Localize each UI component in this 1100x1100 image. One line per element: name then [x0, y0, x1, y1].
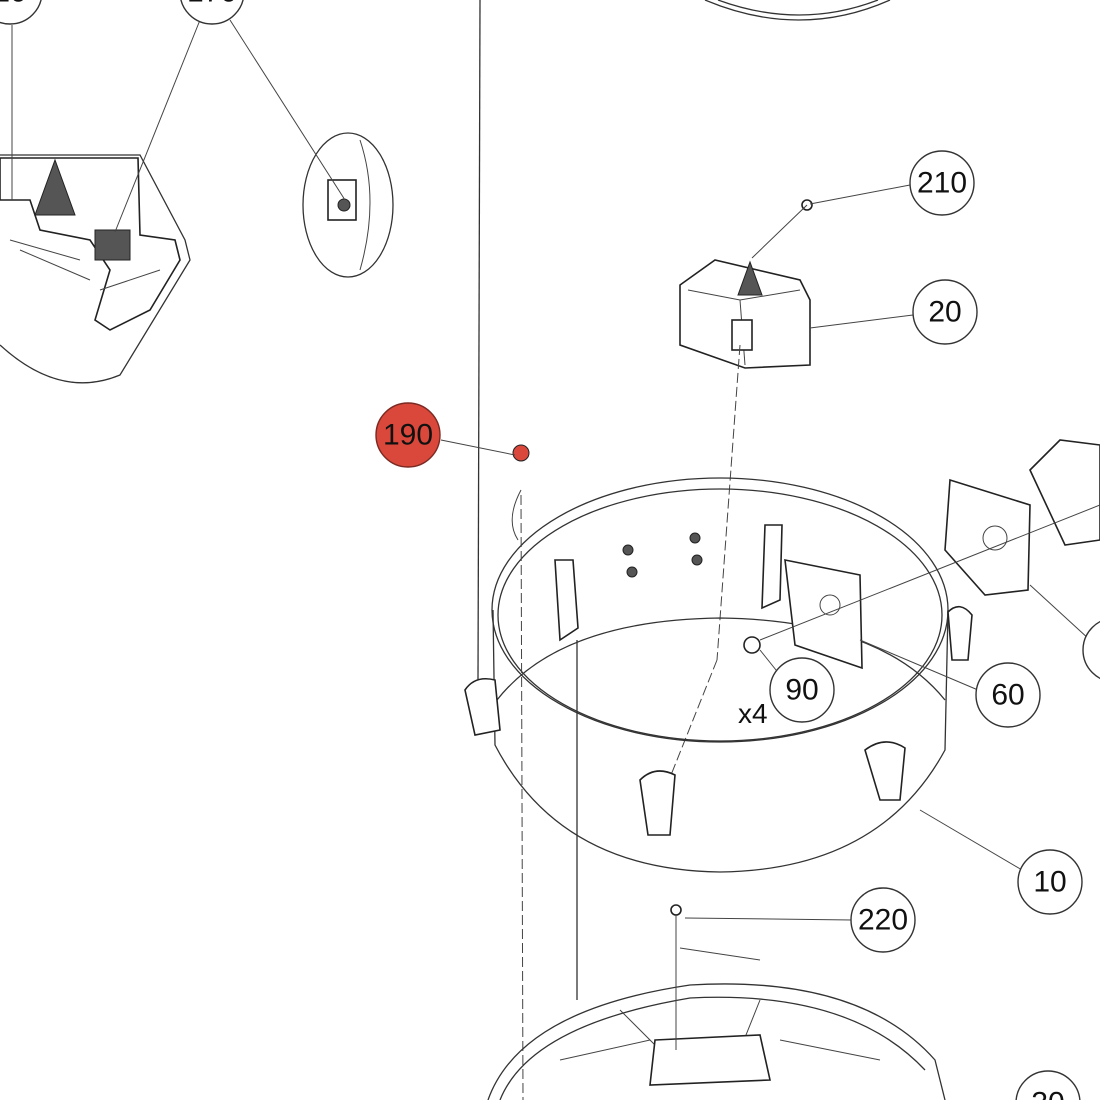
svg-text:60: 60: [991, 679, 1024, 712]
svg-text:30: 30: [1031, 1087, 1064, 1100]
callout-20: 20: [912, 279, 978, 345]
callout-30: 30: [1015, 1070, 1081, 1100]
quantity-label: x4: [738, 698, 768, 729]
assembly-guide-line: [477, 0, 481, 681]
callout-220: 220: [850, 887, 916, 953]
side-plate-part: [944, 439, 1100, 596]
callout-5: 5: [1082, 620, 1100, 680]
clip-detail-view: [302, 132, 394, 278]
grommet-part: [511, 444, 530, 1100]
base-part: [487, 904, 946, 1100]
hub-bracket-part: [679, 199, 813, 369]
ring-housing-part: [464, 477, 973, 873]
svg-text:90: 90: [785, 674, 818, 707]
callout-20-topleft: 20: [0, 0, 42, 25]
callout-190-highlighted[interactable]: 190: [375, 402, 441, 468]
svg-text:20: 20: [928, 296, 961, 329]
svg-text:20: 20: [0, 0, 27, 9]
svg-text:190: 190: [383, 419, 433, 452]
callout-10: 10: [1017, 849, 1083, 915]
callout-170: 170: [180, 0, 244, 25]
svg-text:10: 10: [1033, 866, 1066, 899]
svg-text:210: 210: [917, 167, 967, 200]
nut-part: [743, 636, 761, 654]
svg-text:170: 170: [187, 0, 237, 9]
callout-210: 210: [909, 150, 975, 216]
section-detail-view: [0, 154, 191, 384]
top-ring-part: [704, 0, 891, 21]
svg-text:220: 220: [858, 904, 908, 937]
callout-60: 60: [975, 662, 1041, 728]
callout-90: 90: [769, 657, 835, 723]
